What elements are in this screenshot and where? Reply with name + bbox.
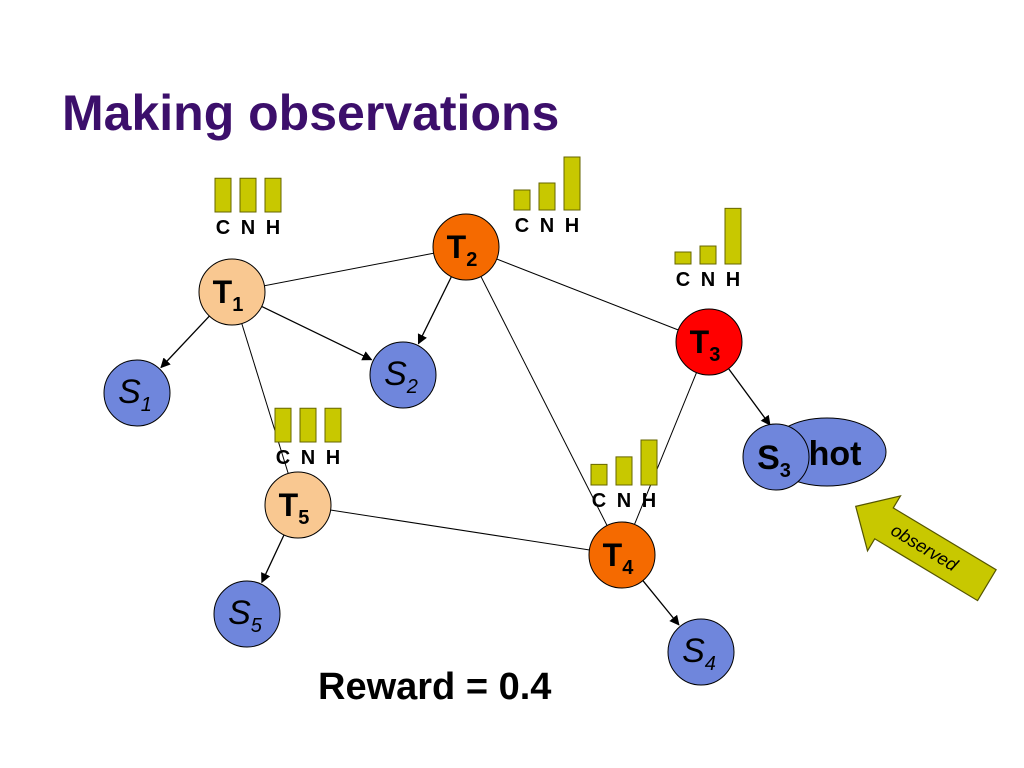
arrow-T2-S2 [417, 276, 453, 345]
bar-label-t3-c: C [676, 269, 690, 291]
bar-label-t1-c: C [216, 217, 230, 239]
bar-label-t5-c: C [276, 447, 290, 469]
temperature-node-t2: T2 [432, 213, 500, 281]
edge-T2-T3 [465, 246, 710, 343]
bar-t2-h [563, 156, 581, 211]
sensor-node-s2: S2 [369, 341, 437, 409]
arrow-T3-S3 [728, 368, 771, 426]
arrow-T1-S1 [160, 315, 210, 369]
bar-t4-c [590, 463, 608, 486]
bar-label-t4-n: N [617, 490, 631, 512]
bar-t4-h [640, 439, 658, 486]
arrow-T5-S5 [261, 534, 285, 584]
edge-T5-T4 [297, 504, 623, 556]
temperature-node-t3: T3 [675, 308, 743, 376]
reward-text: Reward = 0.4 [318, 666, 552, 708]
edge-T1-T2 [231, 246, 467, 293]
temperature-node-t1: T1 [198, 258, 266, 326]
bar-t1-h [264, 177, 282, 213]
directed-edges [160, 276, 771, 626]
bar-t1-c [214, 177, 232, 213]
bar-t3-c [674, 251, 692, 265]
arrow-T4-S4 [642, 580, 680, 626]
edge-T3-T4 [621, 341, 710, 556]
edge-T1-T5 [231, 291, 299, 506]
bar-label-t1-h: H [266, 217, 280, 239]
bar-t4-n [615, 456, 633, 486]
sensor-node-s5: S5 [213, 580, 281, 648]
bar-t3-h [724, 207, 742, 265]
temperature-node-t4: T4 [588, 521, 656, 589]
bar-label-t1-n: N [241, 217, 255, 239]
temperature-node-t5: T5 [264, 471, 332, 539]
bar-label-t3-h: H [726, 269, 740, 291]
sensor-node-s4: S4 [667, 618, 735, 686]
arrow-T1-S2 [261, 305, 373, 361]
bar-t5-h [324, 407, 342, 443]
bar-t2-c [513, 189, 531, 211]
undirected-edges [231, 246, 710, 556]
bar-label-t4-h: H [642, 490, 656, 512]
bar-label-t2-h: H [565, 215, 579, 237]
observed-arrow: observed [854, 495, 997, 602]
bar-label-t3-n: N [701, 269, 715, 291]
bar-t3-n [699, 245, 717, 265]
observed-value-text: hot [809, 435, 862, 473]
bar-label-t2-c: C [515, 215, 529, 237]
bar-label-t5-h: H [326, 447, 340, 469]
bar-t1-n [239, 177, 257, 213]
slide-title: Making observations [62, 85, 560, 141]
edge-T2-T4 [465, 246, 623, 556]
bar-label-t5-n: N [301, 447, 315, 469]
bar-label-t2-n: N [540, 215, 554, 237]
bar-t5-n [299, 407, 317, 443]
bar-t2-n [538, 182, 556, 211]
bar-t5-c [274, 407, 292, 443]
observed-callout: observed [854, 495, 997, 602]
sensor-node-s1: S1 [103, 359, 171, 427]
bar-label-t4-c: C [592, 490, 606, 512]
